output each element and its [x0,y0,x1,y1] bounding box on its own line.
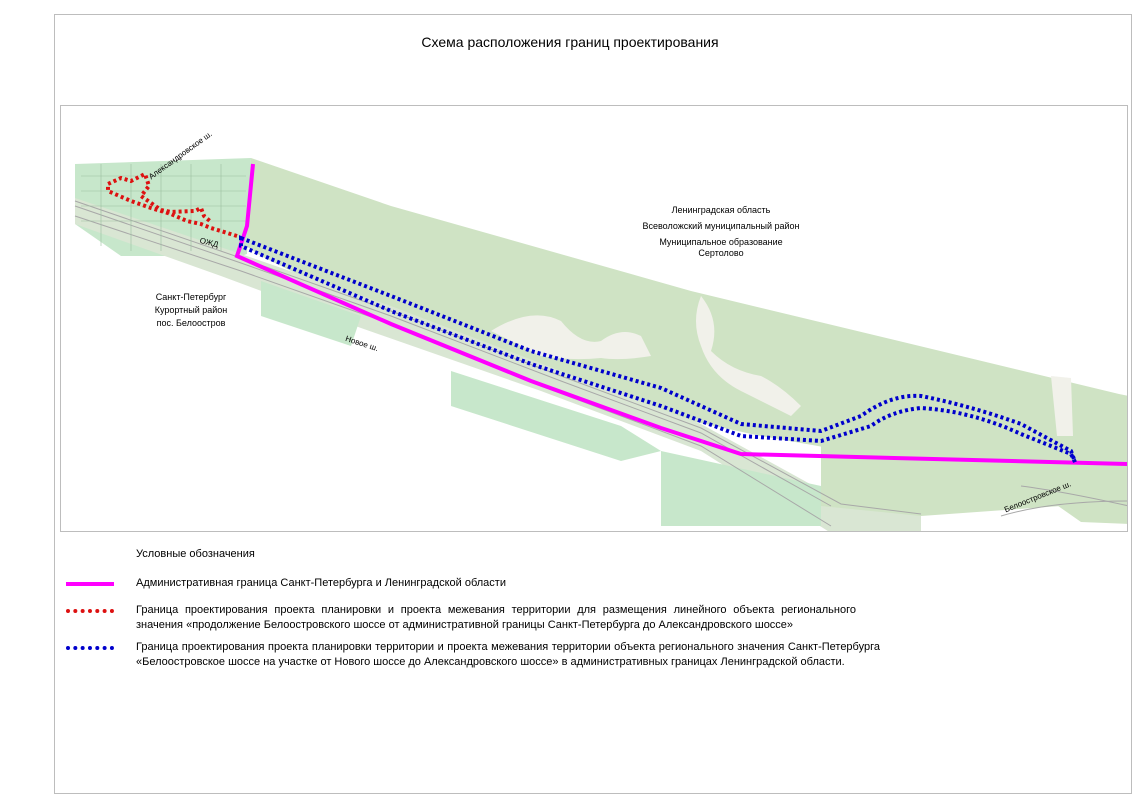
page-title: Схема расположения границ проектирования [421,34,719,50]
lo-label-line4: Сертолово [698,248,744,258]
street-grid [81,164,246,251]
spb-label-line2: Курортный район [154,305,228,315]
green-area [661,451,821,526]
legend-item-blue-boundary: Граница проектирования проекта планировк… [66,640,880,670]
spb-label-line1: Санкт-Петербург [155,292,227,302]
legend-item-text: Граница проектирования проекта планировк… [136,641,880,668]
admin-border-line [234,163,1127,466]
legend-heading: Условные обозначения [136,548,255,560]
lo-label-line3: Муниципальное образование [659,237,783,247]
dotted-blue-line-symbol [66,646,114,650]
legend-item-red-boundary: Граница проектирования проекта планировк… [66,603,856,633]
map-frame[interactable]: Ленинградская область Всеволожский муниц… [60,105,1128,532]
red-project-boundary [106,171,238,238]
forest-clearing [1051,376,1073,436]
green-area [261,281,361,346]
solid-magenta-line-symbol [66,582,114,586]
forest-clearing [491,315,651,360]
spb-region-label: Санкт-Петербург Курортный район пос. Бел… [131,291,251,330]
page-frame [54,14,1132,794]
legend-item-text: Граница проектирования проекта планировк… [136,604,856,631]
lo-label-line1: Ленинградская область [671,205,771,215]
lo-label-line2: Всеволожский муниципальный район [642,221,800,231]
road-corridor [75,198,921,531]
lo-region-label: Ленинградская область Всеволожский муниц… [621,202,821,261]
green-area [451,371,661,461]
legend-item-admin-border: Административная граница Санкт-Петербург… [66,576,896,591]
map-canvas[interactable] [61,106,1128,532]
spb-label-line3: пос. Белоостров [156,318,226,328]
legend-item-text: Административная граница Санкт-Петербург… [136,577,506,589]
dotted-red-line-symbol [66,609,114,613]
forest-clearing [696,296,801,416]
blue-project-boundary [239,235,1077,463]
forest-area [246,158,1127,524]
